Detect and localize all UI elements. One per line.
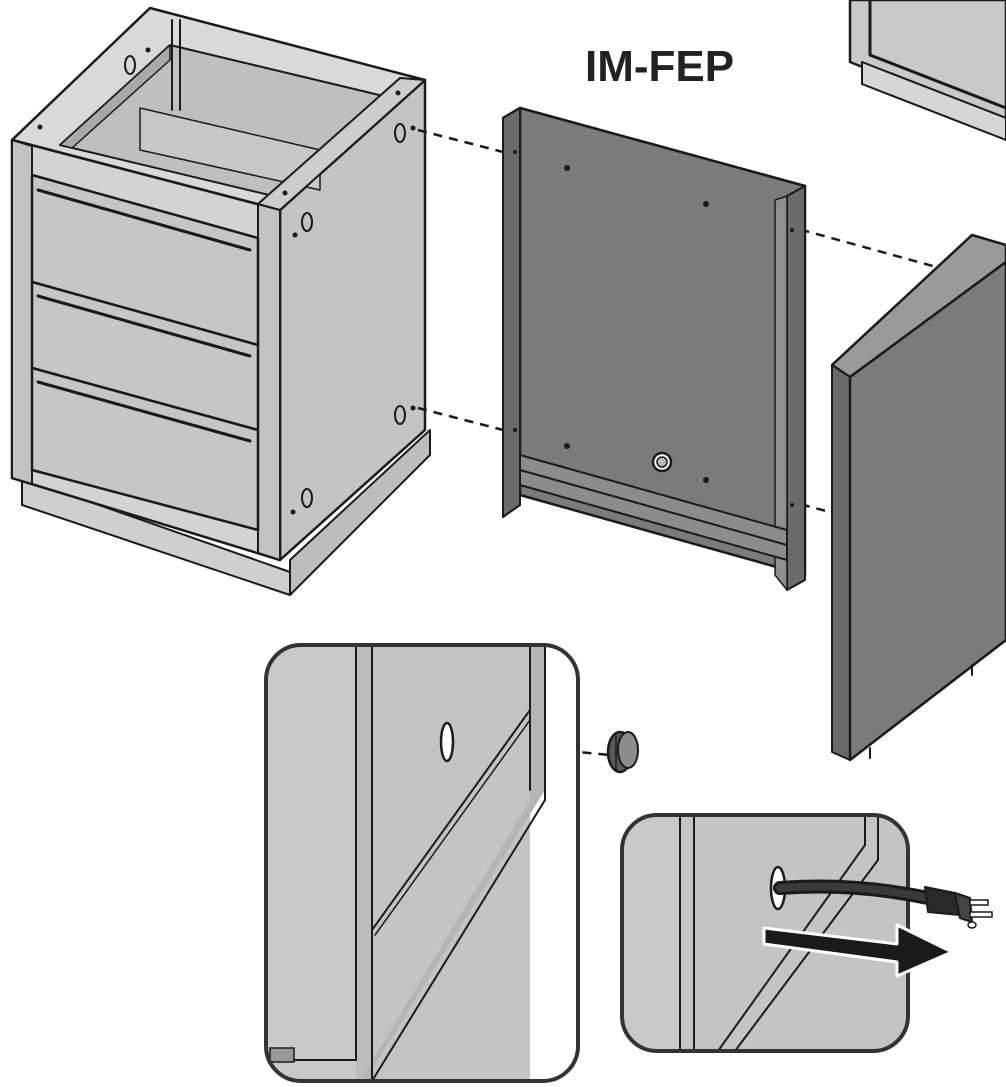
back-panel-icon [501, 106, 807, 591]
model-label: IM-FEP [585, 42, 735, 91]
arrow-right-icon [762, 923, 954, 978]
power-cord-plug-icon [773, 879, 993, 929]
grommet-icon [606, 730, 639, 774]
partial-cabinet-top-right [848, 0, 1006, 141]
cabinet-drawers-icon [10, 6, 431, 596]
inset-detail-grommet [264, 643, 580, 1083]
end-panel-icon [830, 233, 1006, 762]
